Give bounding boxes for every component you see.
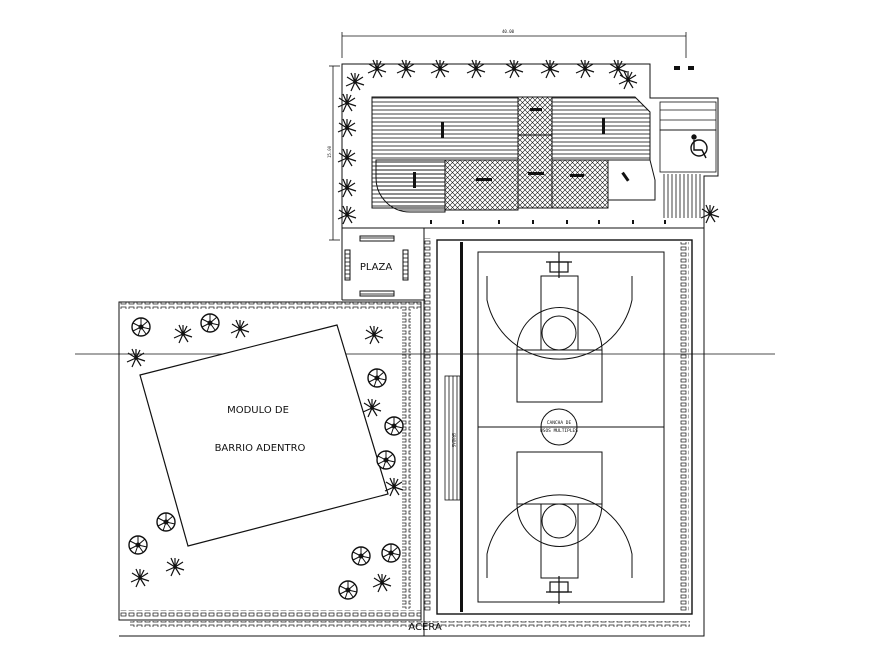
basketball-hoop-icon [546,576,572,604]
basketball-hoop-icon [546,252,572,278]
sidewalk-label: ACERA [408,622,442,633]
plaza-label: PLAZA [360,262,393,273]
small-marks-row [430,66,694,224]
dimension-top [341,32,687,58]
bleachers [444,375,461,501]
court-label-line1: CANCHA DE [547,420,572,426]
plaza-area [342,235,425,301]
sidewalk-pattern [130,621,690,627]
module-building [139,324,389,547]
dimension-left [329,65,340,241]
dimension-top-label: 40.00 [502,29,515,34]
building [371,96,656,213]
garden-boundary [118,301,704,637]
basketball-court [477,251,665,603]
wheelchair-icon [690,134,708,159]
dimension-left-label: 15.00 [327,145,332,158]
ramp [659,101,717,218]
module-label-line1: MODULO DE [227,405,289,416]
module-label-line2: BARRIO ADENTRO [215,443,306,454]
bleachers-label: GRADAS [451,433,456,448]
court-label-line2: USOS MULTIPLES [540,428,578,434]
